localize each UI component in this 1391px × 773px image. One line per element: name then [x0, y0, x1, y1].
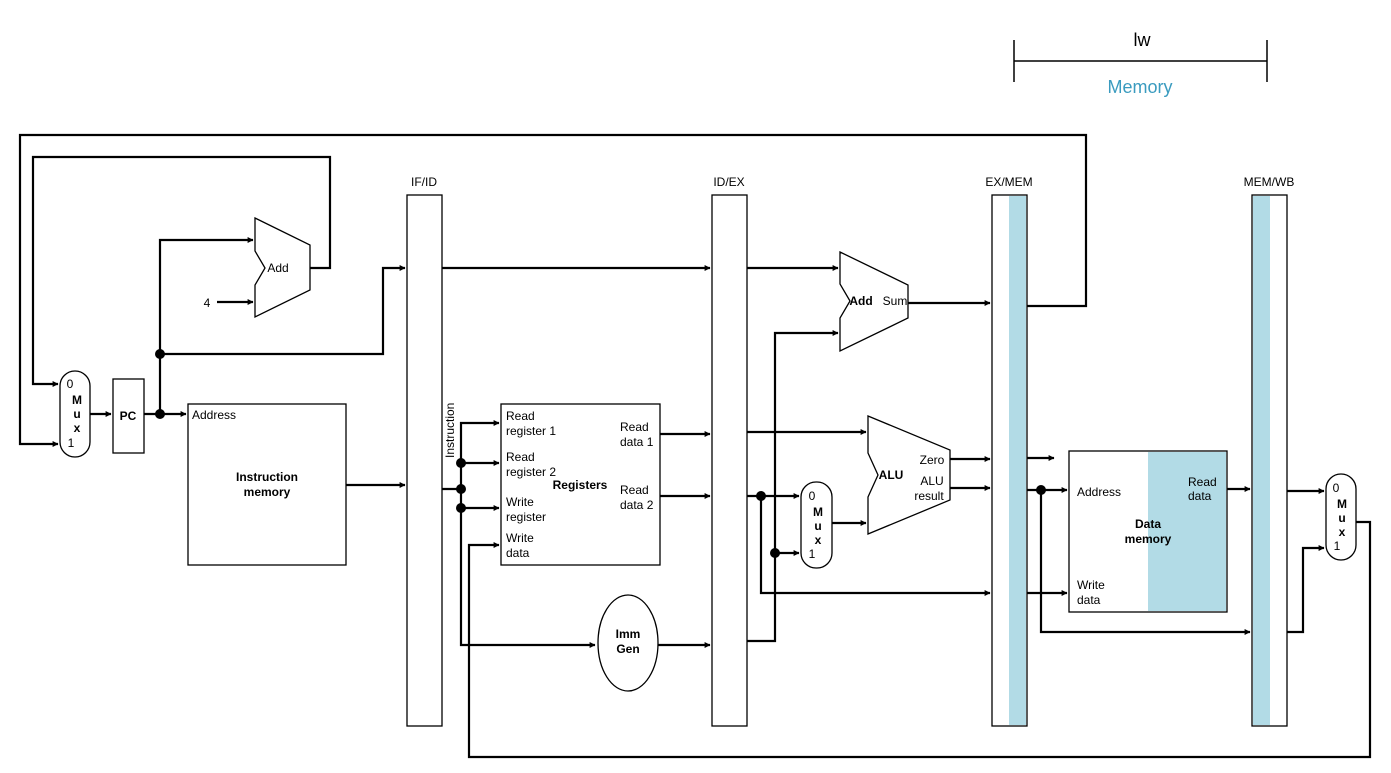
write-data-line2: data: [506, 546, 530, 560]
ex-mem-register: [991, 194, 1028, 727]
pc-adder: [254, 216, 311, 319]
pc-mux-zero: 0: [67, 377, 74, 391]
if-id-label: IF/ID: [411, 175, 437, 189]
pc-mux-u: u: [73, 407, 80, 421]
imm-gen: [597, 594, 659, 692]
pc-register: [112, 378, 145, 454]
register-file: [500, 403, 661, 566]
dmem-write-line1: Write: [1077, 578, 1105, 592]
read-reg2-line2: register 2: [506, 465, 556, 479]
alu-src-mux: [800, 481, 833, 569]
alu-mux-zero: 0: [809, 489, 816, 503]
stage-bracket: [1013, 40, 1268, 82]
pc-increment-constant: 4: [204, 296, 211, 310]
alu-result-line2: result: [914, 489, 944, 503]
id-ex-register: [711, 194, 748, 727]
read-reg1-line1: Read: [506, 409, 535, 423]
branch-adder: [839, 250, 909, 353]
imem-title-line2: memory: [244, 485, 291, 499]
pc-mux-x: x: [74, 421, 81, 435]
alu-mux-one: 1: [809, 547, 816, 561]
read-reg2-line1: Read: [506, 450, 535, 464]
read-data2-line2: data 2: [620, 498, 654, 512]
pc-label: PC: [120, 409, 137, 423]
alu-mux-m: M: [813, 505, 823, 519]
alu-mux-x: x: [815, 533, 822, 547]
write-data-line1: Write: [506, 531, 534, 545]
instruction-name: lw: [1134, 30, 1152, 50]
write-reg-line1: Write: [506, 495, 534, 509]
pc-mux-one: 1: [68, 436, 75, 450]
imm-gen-line2: Gen: [616, 642, 639, 656]
dmem-read-line2: data: [1188, 489, 1212, 503]
read-reg1-line2: register 1: [506, 424, 556, 438]
wire-junctions: [155, 349, 1046, 558]
wb-mux-zero: 0: [1333, 481, 1340, 495]
read-data2-line1: Read: [620, 483, 649, 497]
mem-wb-label: MEM/WB: [1244, 175, 1295, 189]
mem-wb-register: [1251, 194, 1288, 727]
dmem-title-line1: Data: [1135, 517, 1161, 531]
if-id-register: [406, 194, 443, 727]
dmem-address-label: Address: [1077, 485, 1121, 499]
dmem-read-line1: Read: [1188, 475, 1217, 489]
wb-mux-x: x: [1339, 525, 1346, 539]
imem-address-label: Address: [192, 408, 236, 422]
wb-mux-u: u: [1338, 511, 1345, 525]
data-memory: [1068, 450, 1228, 613]
alu-result-line1: ALU: [920, 474, 943, 488]
alu-zero-label: Zero: [920, 453, 945, 467]
ex-mem-label: EX/MEM: [985, 175, 1032, 189]
imm-gen-line1: Imm: [616, 627, 641, 641]
instruction-bus-label: Instruction: [443, 403, 457, 458]
alu-label: ALU: [879, 468, 904, 482]
id-ex-label: ID/EX: [713, 175, 744, 189]
read-data1-line1: Read: [620, 420, 649, 434]
wb-mux-m: M: [1337, 497, 1347, 511]
registers-title: Registers: [553, 478, 608, 492]
branch-adder-sum: Sum: [883, 294, 908, 308]
stage-name: Memory: [1107, 77, 1172, 97]
wb-mux-one: 1: [1334, 539, 1341, 553]
alu-mux-u: u: [814, 519, 821, 533]
instruction-memory: [187, 403, 347, 566]
read-data1-line2: data 1: [620, 435, 654, 449]
imem-title-line1: Instruction: [236, 470, 298, 484]
branch-adder-label: Add: [849, 294, 872, 308]
dmem-title-line2: memory: [1125, 532, 1172, 546]
pc-mux-m: M: [72, 393, 82, 407]
write-reg-line2: register: [506, 510, 546, 524]
write-back-mux: [1325, 473, 1357, 561]
dmem-write-line2: data: [1077, 593, 1101, 607]
pc-adder-label: Add: [267, 261, 288, 275]
